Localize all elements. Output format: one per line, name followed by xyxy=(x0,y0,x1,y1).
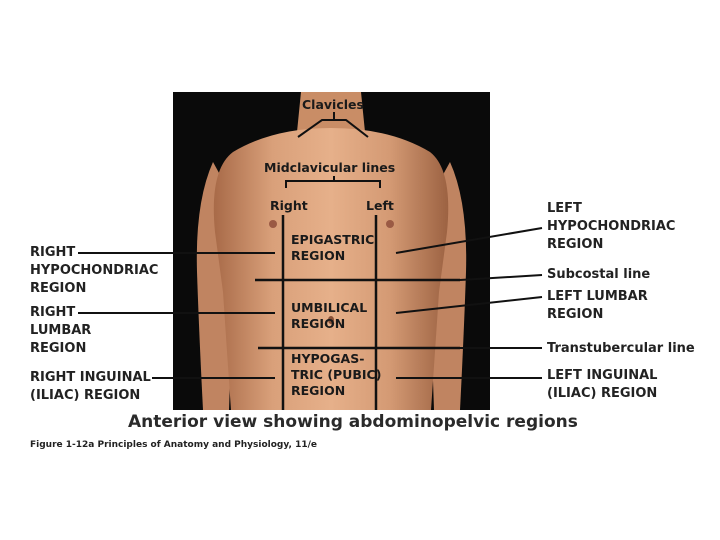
right-hypochondriac-label: RIGHT HYPOCHONDRIAC REGION xyxy=(30,245,159,296)
umbilical-region-label: UMBILICAL REGION xyxy=(291,300,368,331)
left-hypochondriac-label: LEFT HYPOCHONDRIAC REGION xyxy=(547,201,676,252)
midclavicular-label: Midclavicular lines xyxy=(264,160,396,175)
figure-reference: Figure 1-12a Principles of Anatomy and P… xyxy=(30,440,317,450)
clavicles-label: Clavicles xyxy=(302,97,364,112)
right-label: Right xyxy=(270,198,308,213)
hypogastric-region-label: HYPOGAS- TRIC (PUBIC) REGION xyxy=(291,351,382,398)
clavicle-leader xyxy=(297,119,369,138)
right-nipple xyxy=(269,220,277,228)
navel xyxy=(328,316,334,324)
left-label: Left xyxy=(366,198,394,213)
figure-caption: Anterior view showing abdominopelvic reg… xyxy=(128,412,578,432)
transtubercular-label: Transtubercular line xyxy=(547,341,695,356)
left-hypochondriac-leader xyxy=(395,227,543,254)
epigastric-region-label: EPIGASTRIC REGION xyxy=(291,232,375,263)
right-inguinal-label: RIGHT INGUINAL (ILIAC) REGION xyxy=(30,370,151,403)
left-lumbar-label: LEFT LUMBAR REGION xyxy=(547,289,648,322)
midclavicular-bracket xyxy=(285,180,381,188)
subcostal-leader xyxy=(459,274,543,281)
torso-photo xyxy=(173,92,490,410)
left-lumbar-leader xyxy=(395,296,543,314)
subcostal-label: Subcostal line xyxy=(547,267,651,282)
left-nipple xyxy=(386,220,394,228)
left-inguinal-label: LEFT INGUINAL (ILIAC) REGION xyxy=(547,368,658,401)
right-lumbar-label: RIGHT LUMBAR REGION xyxy=(30,305,92,356)
torso xyxy=(213,128,449,410)
